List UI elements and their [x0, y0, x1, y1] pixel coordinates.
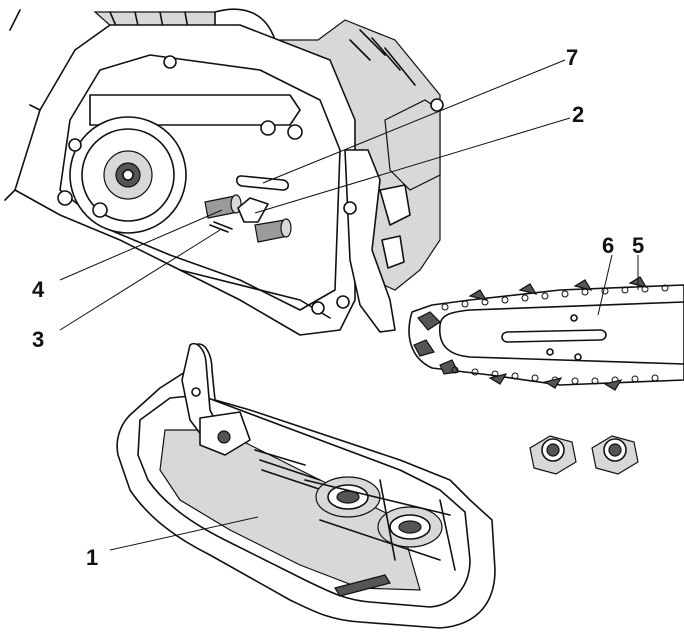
guide-bar-with-chain	[408, 276, 684, 391]
leader-lines	[59, 59, 639, 551]
callout-5: 5	[632, 233, 644, 258]
sprocket-cover	[116, 343, 496, 629]
bar-nut-left	[529, 435, 577, 475]
cover-mount-boss-1	[315, 476, 381, 518]
callout-3: 3	[32, 327, 44, 352]
callout-2: 2	[572, 102, 584, 127]
callout-6: 6	[602, 233, 614, 258]
callout-7: 7	[566, 45, 578, 70]
chainsaw-body	[4, 8, 444, 336]
callout-4: 4	[32, 277, 45, 302]
bar-nut-right	[591, 435, 639, 475]
callout-1: 1	[86, 545, 98, 570]
bar-stud-pair	[204, 194, 292, 243]
cover-mount-boss-2	[377, 506, 443, 548]
